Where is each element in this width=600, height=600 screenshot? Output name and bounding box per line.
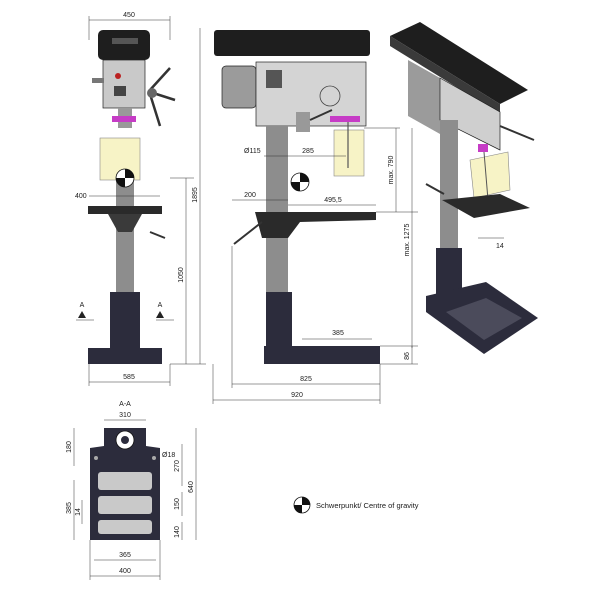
front-column — [116, 180, 134, 292]
side-column-offset-dim: 200 — [244, 192, 256, 199]
side-column-socket — [266, 292, 292, 346]
section-hole-dim: Ø18 — [162, 452, 175, 459]
legend: Schwerpunkt/ Centre of gravity — [293, 496, 419, 514]
side-depth-total-dim: 920 — [291, 392, 303, 399]
side-feed-handle — [309, 109, 333, 121]
iso-drill-bit — [483, 151, 489, 201]
section-bolt-hole-right — [152, 456, 156, 460]
front-control-panel — [114, 86, 126, 96]
iso-head-top — [390, 22, 528, 104]
side-chuck-guard — [333, 129, 365, 177]
side-table-crank — [233, 221, 263, 245]
iso-chuck-guard — [469, 151, 511, 199]
iso-gearbox — [439, 77, 501, 151]
iso-chuck-ring — [478, 144, 488, 152]
front-gearbox — [102, 59, 146, 109]
front-table-height-dim: 1050 — [178, 267, 185, 283]
side-base-height-dim: 86 — [404, 352, 411, 360]
legend-text: Schwerpunkt/ Centre of gravity — [316, 501, 419, 510]
iso-head-side — [390, 36, 500, 114]
section-width-400-dim: 400 — [119, 568, 131, 575]
section-width-365-dim: 365 — [119, 552, 131, 559]
section-column-hole-core — [121, 436, 129, 444]
front-total-height-dim: 1895 — [192, 187, 199, 203]
side-slot-width-dim: 385 — [332, 330, 344, 337]
front-section-mark-right: A — [158, 302, 163, 309]
side-table — [255, 212, 376, 238]
iso-table — [442, 194, 530, 218]
iso-feed-handle — [499, 125, 535, 141]
side-chuck-ring — [330, 116, 360, 122]
section-height-270-dim: 270 — [174, 460, 181, 472]
front-width-dim: 450 — [123, 12, 135, 19]
side-stroke-dim: max. 790 — [388, 155, 395, 184]
front-base-width-dim: 585 — [123, 374, 135, 381]
section-table-slot-3 — [98, 520, 152, 534]
section-view: A-A 310 180 385 14 Ø18 270 150 140 640 3… — [66, 401, 197, 580]
side-travel-dim: max. 1275 — [404, 224, 411, 257]
front-head-cover — [98, 30, 150, 60]
front-table-arm — [108, 214, 142, 232]
front-table — [88, 206, 162, 214]
legend-center-of-gravity-icon — [293, 496, 311, 514]
side-motor — [221, 65, 257, 109]
side-control-panel — [266, 70, 282, 88]
section-height-180-dim: 180 — [66, 441, 73, 453]
front-chuck-ring — [112, 116, 136, 122]
side-spindle-offset-dim: 285 — [302, 148, 314, 155]
side-head-cover — [214, 30, 370, 56]
front-motor-stub — [92, 78, 104, 83]
front-table-crank — [149, 231, 166, 239]
side-view: Ø115 285 max. 790 200 495,5 max. 1275 38… — [212, 30, 418, 404]
section-width-310-dim: 310 — [119, 412, 131, 419]
front-feed-handle-1 — [149, 67, 171, 91]
iso-base-slots — [446, 298, 522, 340]
side-depth-mid-dim: 825 — [300, 376, 312, 383]
front-center-of-gravity-icon — [115, 168, 135, 188]
iso-table-crank — [425, 183, 445, 195]
front-table-width-dim: 400 — [75, 193, 87, 200]
front-handle-hub — [147, 88, 157, 98]
isometric-view: 14 — [390, 22, 538, 354]
side-column — [266, 126, 288, 292]
section-height-140-dim: 140 — [174, 526, 181, 538]
front-column-socket — [110, 292, 140, 348]
section-height-640-dim: 640 — [188, 481, 195, 493]
side-table-reach-dim: 495,5 — [324, 197, 342, 204]
front-section-mark-left: A — [80, 302, 85, 309]
section-slot-14-dim: 14 — [75, 508, 82, 516]
iso-motor — [408, 60, 440, 134]
iso-column-socket — [436, 248, 462, 296]
side-center-of-gravity-icon — [290, 172, 310, 192]
front-base — [88, 348, 162, 364]
section-height-150-dim: 150 — [174, 498, 181, 510]
iso-dim-14: 14 — [496, 243, 504, 250]
side-pulley-icon — [319, 85, 341, 107]
front-switch-icon — [115, 73, 121, 79]
section-bolt-hole-left — [94, 456, 98, 460]
side-quill — [296, 112, 310, 132]
section-table-slot-1 — [98, 472, 152, 490]
front-view: 450 400 — [75, 12, 206, 386]
section-table-slot-2 — [98, 496, 152, 514]
side-base — [264, 346, 380, 364]
front-brand-plate — [112, 38, 138, 44]
section-title: A-A — [119, 401, 131, 408]
front-feed-handle-3 — [148, 93, 162, 127]
side-pulley-dim: Ø115 — [244, 148, 261, 155]
section-height-385-dim: 385 — [66, 502, 73, 514]
